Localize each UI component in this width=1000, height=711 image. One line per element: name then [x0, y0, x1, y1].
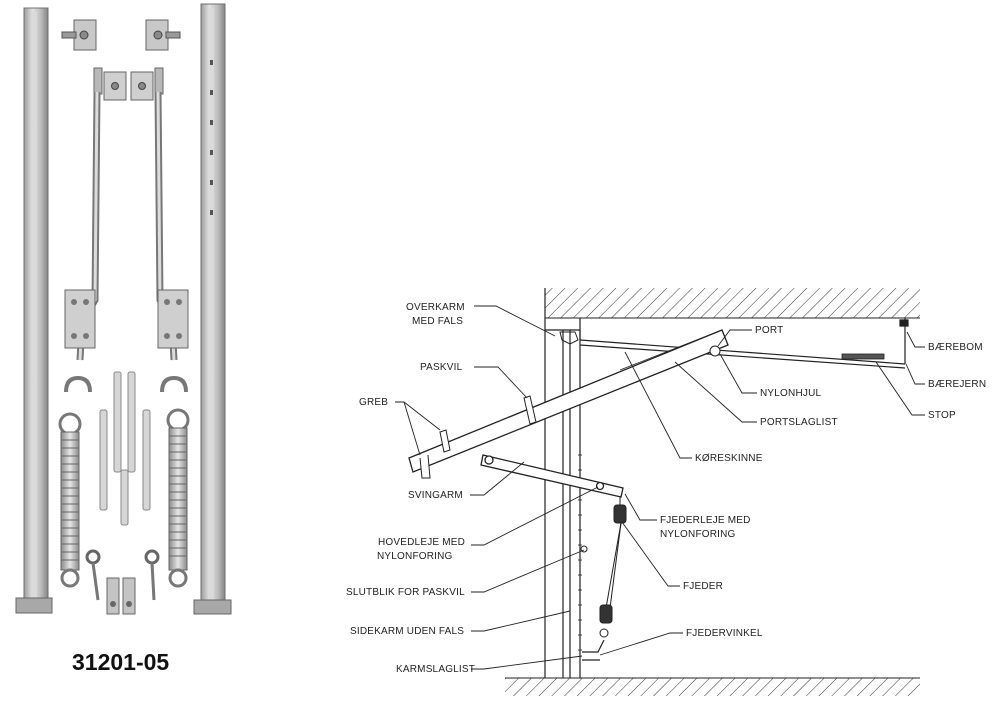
mount-plate-left: [64, 289, 96, 349]
spring-left: [58, 412, 82, 588]
floor-hatch: [505, 678, 920, 696]
mount-plate-right: [157, 289, 189, 349]
top-bracket-right: [145, 19, 181, 51]
label-overkarm-2: MED FALS: [412, 316, 463, 327]
labels-left: OVERKARM MED FALS PASKVIL GREB SVINGARM …: [346, 302, 475, 675]
greb-handle: [439, 429, 451, 453]
top-bracket-left: [61, 19, 97, 51]
label-port: PORT: [755, 325, 783, 336]
label-portslaglist: PORTSLAGLIST: [760, 417, 838, 428]
hinge-plate-right: [130, 71, 154, 101]
nylon-wheel: [709, 345, 721, 357]
product-kit-illustration: 31201-05: [15, 3, 232, 675]
label-paskvil: PASKVIL: [420, 362, 463, 373]
flat-strips: [99, 371, 151, 526]
post-left: [15, 7, 53, 614]
hook-left: [64, 375, 92, 393]
spring-right: [166, 408, 190, 588]
overkarm-profile: [559, 331, 579, 345]
label-hovedleje-1: HOVEDLEJE MED: [378, 537, 465, 548]
spring-assembly: [582, 496, 627, 661]
labels-right: PORT NYLONHJUL PORTSLAGLIST KØRESKINNE F…: [660, 325, 986, 639]
label-fjeder: FJEDER: [683, 581, 723, 592]
post-right: [193, 3, 232, 615]
label-hovedleje-2: NYLONFORING: [377, 551, 453, 562]
ceiling-hatch: [545, 288, 920, 318]
label-greb: GREB: [359, 397, 388, 408]
part-number: 31201-05: [72, 649, 169, 675]
label-baerejern: BÆREJERN: [928, 379, 986, 390]
label-fjederleje-1: FJEDERLEJE MED: [660, 515, 751, 526]
label-nylonhjul: NYLONHJUL: [760, 388, 821, 399]
paskvil-latch: [523, 395, 537, 425]
stop-block: [841, 353, 885, 360]
label-svingarm: SVINGARM: [408, 490, 463, 501]
label-slutblik: SLUTBLIK FOR PASKVIL: [346, 587, 465, 598]
label-koreskinne: KØRESKINNE: [695, 453, 763, 464]
carrier-beam: [579, 318, 909, 369]
angle-brackets: [106, 577, 136, 615]
label-fjedervinkel: FJEDERVINKEL: [686, 628, 763, 639]
label-fjederleje-2: NYLONFORING: [660, 529, 736, 540]
hook-right: [160, 375, 188, 393]
cross-section-diagram: [408, 288, 920, 696]
label-overkarm-1: OVERKARM: [406, 302, 465, 313]
hinge-plate-left: [103, 71, 127, 101]
label-stop: STOP: [928, 410, 956, 421]
eye-bolt-right: [144, 549, 160, 601]
leader-lines: [395, 305, 925, 670]
eye-bolt-left: [85, 549, 101, 601]
label-baerebom: BÆREBOM: [928, 342, 983, 353]
swing-arm: [480, 454, 624, 498]
label-karmslaglist: KARMSLAGLIST: [396, 664, 475, 675]
door-panel: [408, 329, 729, 479]
label-sidekarm: SIDEKARM UDEN FALS: [350, 626, 464, 637]
